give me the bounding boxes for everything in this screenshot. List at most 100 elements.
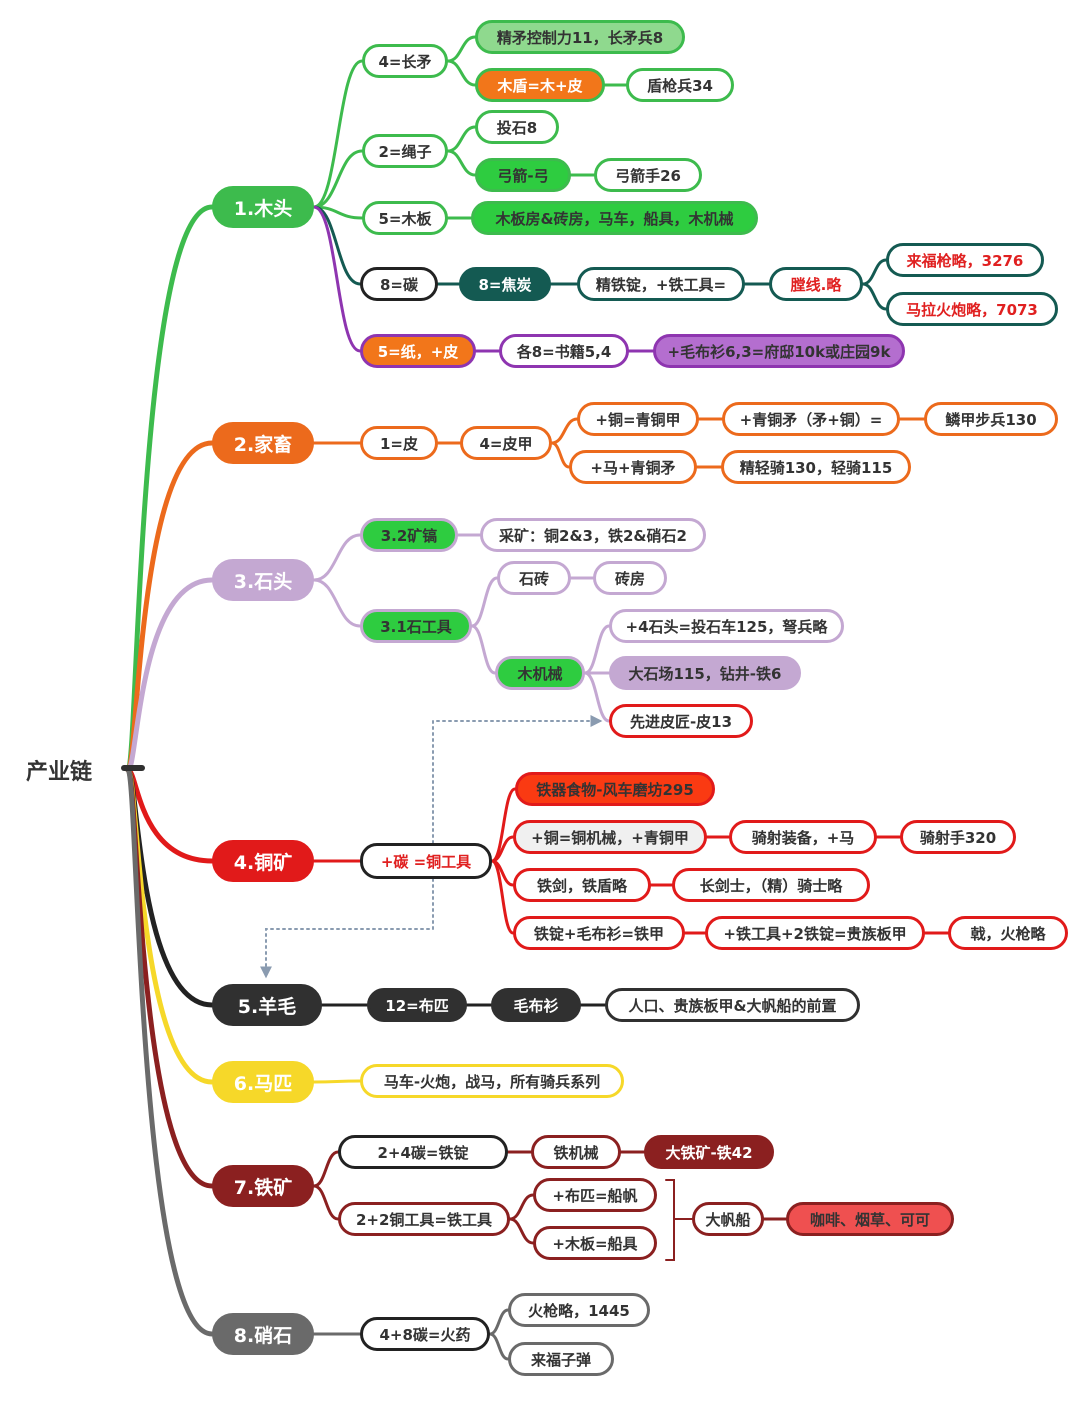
node-iron-food[interactable]: 铁器食物-风车磨坊295 (515, 772, 715, 806)
node-cloth[interactable]: 12=布匹 (367, 988, 467, 1022)
node-paper[interactable]: 5=纸，+皮 (360, 334, 476, 368)
node-label: 弓箭手26 (615, 166, 681, 185)
node-noble-plate[interactable]: +铁工具+2铁锭=贵族板甲 (705, 916, 925, 950)
node-rifle[interactable]: 来福枪略，3276 (886, 243, 1044, 277)
node-bronze-armor[interactable]: +铜=青铜甲 (577, 402, 699, 436)
node-label: 8=焦炭 (478, 275, 532, 294)
node-copper-tools[interactable]: +碳 =铜工具 (360, 843, 492, 879)
node-prereq[interactable]: 人口、贵族板甲&大帆船的前置 (605, 988, 860, 1022)
node-toushi[interactable]: 投石8 (475, 110, 559, 144)
node-label: 2.家畜 (233, 433, 293, 456)
node-iron-armor[interactable]: 铁锭+毛布衫=铁甲 (513, 916, 685, 950)
node-horse-archer[interactable]: 骑射手320 (900, 820, 1016, 854)
node-label: +铜=铜机械，+青铜甲 (531, 828, 689, 847)
node-charcoal[interactable]: 8=碳 (360, 267, 438, 301)
node-shield[interactable]: 木盾=木+皮 (475, 68, 605, 102)
node-shield-spear[interactable]: 盾枪兵34 (626, 68, 734, 102)
root-node[interactable]: 产业链 (26, 760, 93, 785)
node-spear[interactable]: 4=长矛 (362, 44, 448, 78)
node-pickaxe[interactable]: 3.2矿镐 (360, 518, 458, 552)
node-label: 5=纸，+皮 (377, 342, 459, 361)
node-horse-archer-eq[interactable]: 骑射装备，+马 (729, 820, 877, 854)
node-musket[interactable]: 马拉火炮略，7073 (886, 292, 1058, 326)
node-stone[interactable]: 3.石头 (212, 559, 314, 601)
node-plank-house[interactable]: 木板房&砖房，马车，船具，木机械 (471, 201, 758, 235)
node-coke[interactable]: 8=焦炭 (459, 267, 551, 301)
node-musket2[interactable]: 火枪略，1445 (508, 1293, 650, 1327)
node-archer[interactable]: 弓箭手26 (594, 158, 702, 192)
node-iron-sword[interactable]: 铁剑，铁盾略 (513, 868, 651, 902)
node-quarry[interactable]: 大石场115，钻井-铁6 (609, 656, 801, 690)
node-elite-spear[interactable]: 精矛控制力11，长矛兵8 (475, 20, 685, 54)
node-coffee[interactable]: 咖啡、烟草、可可 (786, 1202, 954, 1236)
node-label: 5.羊毛 (237, 995, 297, 1018)
node-label: 木盾=木+皮 (497, 76, 583, 95)
node-stone-brick[interactable]: 石砖 (497, 561, 571, 595)
node-light-cav[interactable]: 精轻骑130，轻骑115 (721, 450, 911, 484)
node-sail[interactable]: +布匹=船帆 (533, 1178, 657, 1212)
node-label: +铁工具+2铁锭=贵族板甲 (723, 924, 907, 943)
node-label: 投石8 (496, 118, 538, 137)
node-gunpowder[interactable]: 4+8碳=火药 (360, 1317, 490, 1351)
node-galleon[interactable]: 大帆船 (692, 1202, 764, 1236)
node-hide[interactable]: 1=皮 (360, 426, 438, 460)
node-stone-tools[interactable]: 3.1石工具 (360, 609, 472, 643)
node-label: 人口、贵族板甲&大帆船的前置 (628, 996, 837, 1015)
node-bronze-spear[interactable]: +青铜矛（矛+铜）= (722, 402, 900, 436)
connector-n-horse-bronze (550, 441, 571, 469)
node-label: +碳 =铜工具 (380, 852, 472, 871)
node-rifle-ammo[interactable]: 来福子弹 (508, 1342, 614, 1376)
node-label: 4+8碳=火药 (379, 1325, 471, 1344)
node-rope[interactable]: 2=绳子 (362, 134, 448, 168)
node-bow[interactable]: 弓箭-弓 (475, 158, 571, 192)
node-label: 铁机械 (553, 1143, 599, 1162)
branch-n-stone (125, 577, 215, 773)
node-bore[interactable]: 膛线.略 (769, 267, 863, 301)
node-label: 大铁矿-铁42 (665, 1143, 753, 1162)
node-label: 1=皮 (379, 434, 418, 453)
node-tanner[interactable]: 先进皮匠-皮13 (609, 704, 753, 738)
node-copper-machine[interactable]: +铜=铜机械，+青铜甲 (513, 820, 707, 854)
connector-n-cart (312, 1079, 362, 1084)
node-horse-bronze[interactable]: +马+青铜矛 (569, 450, 697, 484)
node-brick-house[interactable]: 砖房 (593, 561, 667, 595)
node-iron-tools[interactable]: 2+2铜工具=铁工具 (338, 1202, 510, 1236)
dotted-link-down (260, 878, 434, 979)
node-ship-gear[interactable]: +木板=船具 (533, 1226, 657, 1260)
node-scale-inf[interactable]: 鳞甲步兵130 (924, 402, 1058, 436)
node-cart[interactable]: 马车-火炮，战马，所有骑兵系列 (360, 1064, 624, 1098)
node-label: 马拉火炮略，7073 (906, 300, 1038, 319)
node-catapult[interactable]: +4石头=投石车125，弩兵略 (609, 609, 844, 643)
node-plank[interactable]: 5=木板 (362, 201, 448, 235)
node-wool-shirt[interactable]: 毛布衫 (491, 988, 581, 1022)
node-wood[interactable]: 1.木头 (212, 186, 314, 228)
node-halberd[interactable]: 戟，火枪略 (948, 916, 1068, 950)
node-saltpeter[interactable]: 8.硝石 (212, 1313, 314, 1355)
node-armor[interactable]: 4=皮甲 (460, 426, 552, 460)
node-longsword[interactable]: 长剑士，（精）骑士略 (672, 868, 870, 902)
node-label: 铁剑，铁盾略 (536, 876, 627, 895)
node-label: 骑射手320 (919, 828, 997, 847)
node-wool[interactable]: 5.羊毛 (212, 984, 322, 1026)
connector-n-iron-armor (490, 859, 515, 935)
node-wool-mansion[interactable]: +毛布衫6,3=府邸10k或庄园9k (653, 334, 905, 368)
node-label: 8=碳 (379, 275, 418, 294)
node-copper[interactable]: 4.铜矿 (212, 840, 314, 882)
node-label: +木板=船具 (552, 1234, 638, 1253)
node-horse[interactable]: 6.马匹 (212, 1061, 314, 1103)
node-mining[interactable]: 采矿：铜2&3，铁2&硝石2 (480, 518, 706, 552)
node-label: 3.1石工具 (380, 617, 452, 636)
node-iron[interactable]: 7.铁矿 (212, 1165, 314, 1207)
node-label: 马车-火炮，战马，所有骑兵系列 (383, 1072, 601, 1091)
node-label: 8.硝石 (233, 1324, 293, 1347)
node-livestock[interactable]: 2.家畜 (212, 422, 314, 464)
node-ingot[interactable]: 2+4碳=铁锭 (338, 1135, 508, 1169)
node-label: 2+2铜工具=铁工具 (355, 1210, 492, 1229)
node-wood-machine[interactable]: 木机械 (495, 656, 585, 690)
node-iron-machine[interactable]: 铁机械 (531, 1135, 621, 1169)
node-fine-iron[interactable]: 精铁锭，+铁工具= (577, 267, 745, 301)
node-books[interactable]: 各8=书籍5,4 (499, 334, 629, 368)
node-big-iron[interactable]: 大铁矿-铁42 (644, 1135, 774, 1169)
connector-n-tanner (583, 671, 611, 723)
